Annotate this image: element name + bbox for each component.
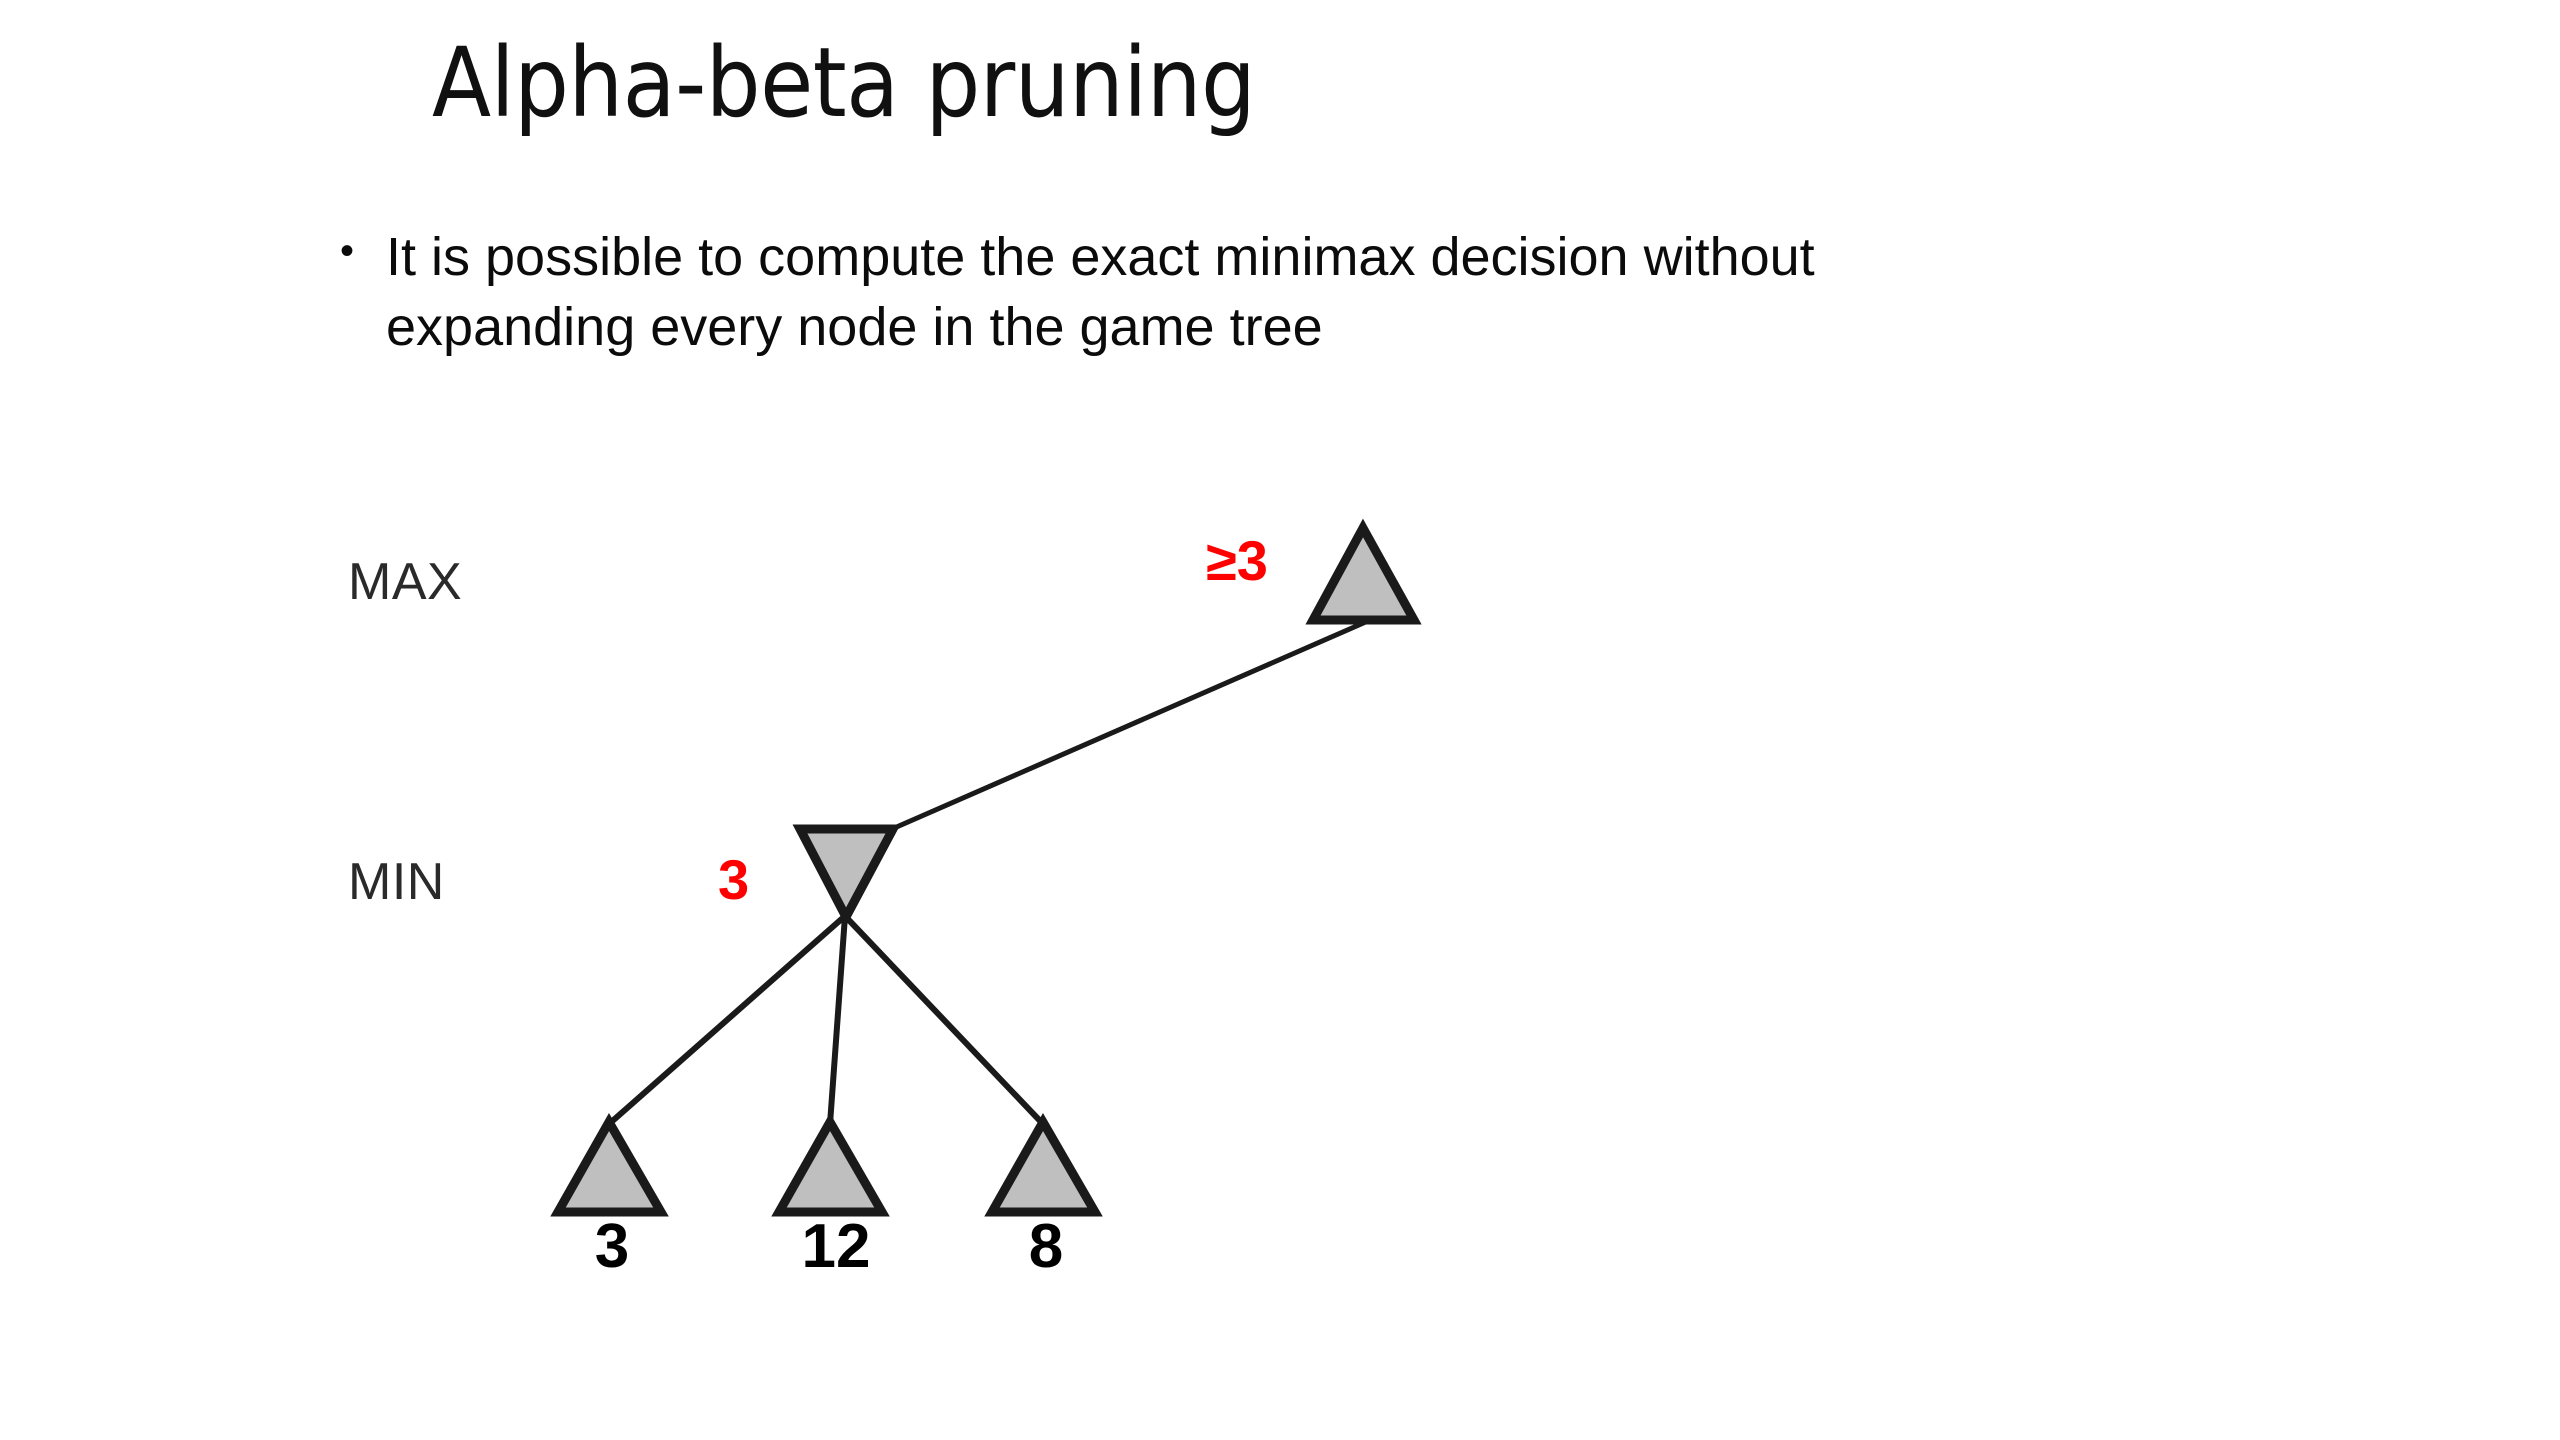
min-node-triangle[interactable] bbox=[792, 824, 901, 927]
max-node-triangle[interactable] bbox=[1305, 518, 1422, 625]
leaf-node-label-0: 3 bbox=[594, 1212, 630, 1281]
page-title: Alpha-beta pruning bbox=[432, 27, 1256, 139]
bullet-text: It is possible to compute the exact mini… bbox=[386, 227, 1815, 358]
max-node-value-annotation: ≥3 bbox=[1206, 529, 1268, 592]
row-label-min: MIN bbox=[348, 853, 445, 911]
bullet-marker-icon: • bbox=[340, 229, 355, 273]
row-label-max: MAX bbox=[348, 553, 463, 611]
edge-min-to-leaf-2 bbox=[842, 913, 1046, 1127]
leaf-node-label-2: 8 bbox=[1028, 1212, 1064, 1281]
edge-min-to-max bbox=[889, 618, 1371, 832]
bullet-item: • It is possible to compute the exact mi… bbox=[340, 222, 2140, 362]
min-node-value-annotation: 3 bbox=[718, 848, 750, 911]
leaf-node-triangle-1[interactable] bbox=[771, 1112, 890, 1217]
leaf-node-label-1: 12 bbox=[801, 1212, 871, 1281]
body-placeholder: • It is possible to compute the exact mi… bbox=[340, 222, 2140, 362]
edge-min-to-leaf-1 bbox=[827, 913, 848, 1127]
leaf-node-triangle-2[interactable] bbox=[984, 1112, 1103, 1217]
edge-min-to-leaf-0 bbox=[606, 913, 848, 1127]
leaf-node-triangle-0[interactable] bbox=[550, 1112, 669, 1217]
